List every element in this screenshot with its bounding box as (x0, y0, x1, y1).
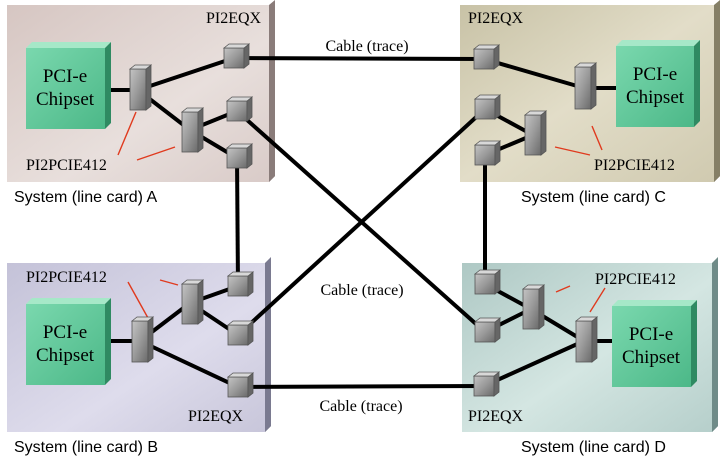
redriver-label-c: PI2EQX (468, 10, 524, 27)
chipset-a-line2: Chipset (36, 89, 95, 110)
chipset-b-line1: PCI-e (43, 322, 87, 343)
redriver-d-1 (473, 269, 502, 295)
redriver-b-2 (226, 320, 255, 346)
redriver-c-1 (472, 44, 501, 70)
redriver-chips (222, 43, 502, 398)
leader-b-1 (127, 281, 149, 319)
chipset-d-line1: PCI-e (629, 324, 673, 345)
cable-label-middle: Cable (trace) (320, 282, 403, 299)
cable-a-b (235, 157, 240, 287)
chipset-c: PCI-e Chipset (616, 40, 700, 127)
redriver-label-b: PI2EQX (188, 408, 244, 425)
leader-c-1 (554, 146, 591, 156)
redriver-c-3 (473, 140, 502, 166)
leader-a-1 (117, 111, 137, 156)
system-caption-c: System (line card) C (521, 189, 666, 206)
switch-chips (128, 62, 599, 363)
chipset-b: PCI-e Chipset (26, 298, 111, 385)
switch-label-b: PI2PCIE412 (26, 269, 107, 286)
system-caption-a: System (line card) A (14, 189, 157, 206)
chipset-d-line2: Chipset (622, 347, 681, 368)
switch-a-1 (128, 64, 153, 111)
leader-c-2 (591, 125, 603, 151)
switch-c-2 (523, 110, 548, 156)
cable-label-top: Cable (trace) (325, 38, 408, 55)
redriver-d-3 (472, 371, 501, 397)
system-caption-d: System (line card) D (521, 439, 666, 456)
redriver-b-3 (226, 372, 255, 398)
cable-c-b (236, 107, 487, 337)
switch-b-1 (130, 316, 155, 363)
switch-a-2 (180, 107, 205, 153)
redriver-d-2 (473, 317, 502, 343)
redriver-b-1 (226, 271, 255, 297)
wire-d-switch-redriver3 (483, 339, 585, 388)
switch-label-a: PI2PCIE412 (26, 157, 107, 174)
cable-a-c (233, 56, 485, 61)
chipset-c-line2: Chipset (626, 87, 685, 108)
redriver-a-1 (222, 43, 251, 69)
leader-b-2 (159, 279, 179, 286)
chipset-b-line2: Chipset (36, 345, 95, 366)
switch-label-d: PI2PCIE412 (595, 271, 676, 288)
redriver-label-a: PI2EQX (206, 10, 262, 27)
redriver-a-3 (225, 143, 254, 169)
system-caption-b: System (line card) B (14, 439, 158, 456)
cable-b-d (237, 384, 485, 389)
chipset-c-line1: PCI-e (633, 64, 677, 85)
chipset-a-line1: PCI-e (43, 66, 87, 87)
wire-a-switch-redriver1 (137, 56, 235, 92)
leader-lines (117, 111, 606, 319)
chipset-d: PCI-e Chipset (612, 300, 697, 387)
switch-d-2 (521, 284, 546, 330)
leader-a-2 (136, 146, 176, 161)
leader-d-1 (555, 285, 571, 293)
cable-label-bottom: Cable (trace) (319, 398, 402, 415)
switch-c-1 (573, 62, 598, 110)
redriver-c-2 (473, 94, 502, 120)
wire-b-switch-redriver3 (139, 339, 239, 389)
chipset-a: PCI-e Chipset (26, 42, 111, 129)
switch-label-c: PI2PCIE412 (594, 157, 675, 174)
wire-c-switch-redriver1 (483, 57, 585, 90)
leader-d-2 (589, 287, 606, 313)
redriver-label-d: PI2EQX (468, 408, 524, 425)
switch-d-1 (574, 316, 599, 363)
wires (104, 56, 622, 389)
switch-b-2 (180, 279, 205, 325)
redriver-a-2 (225, 96, 254, 122)
